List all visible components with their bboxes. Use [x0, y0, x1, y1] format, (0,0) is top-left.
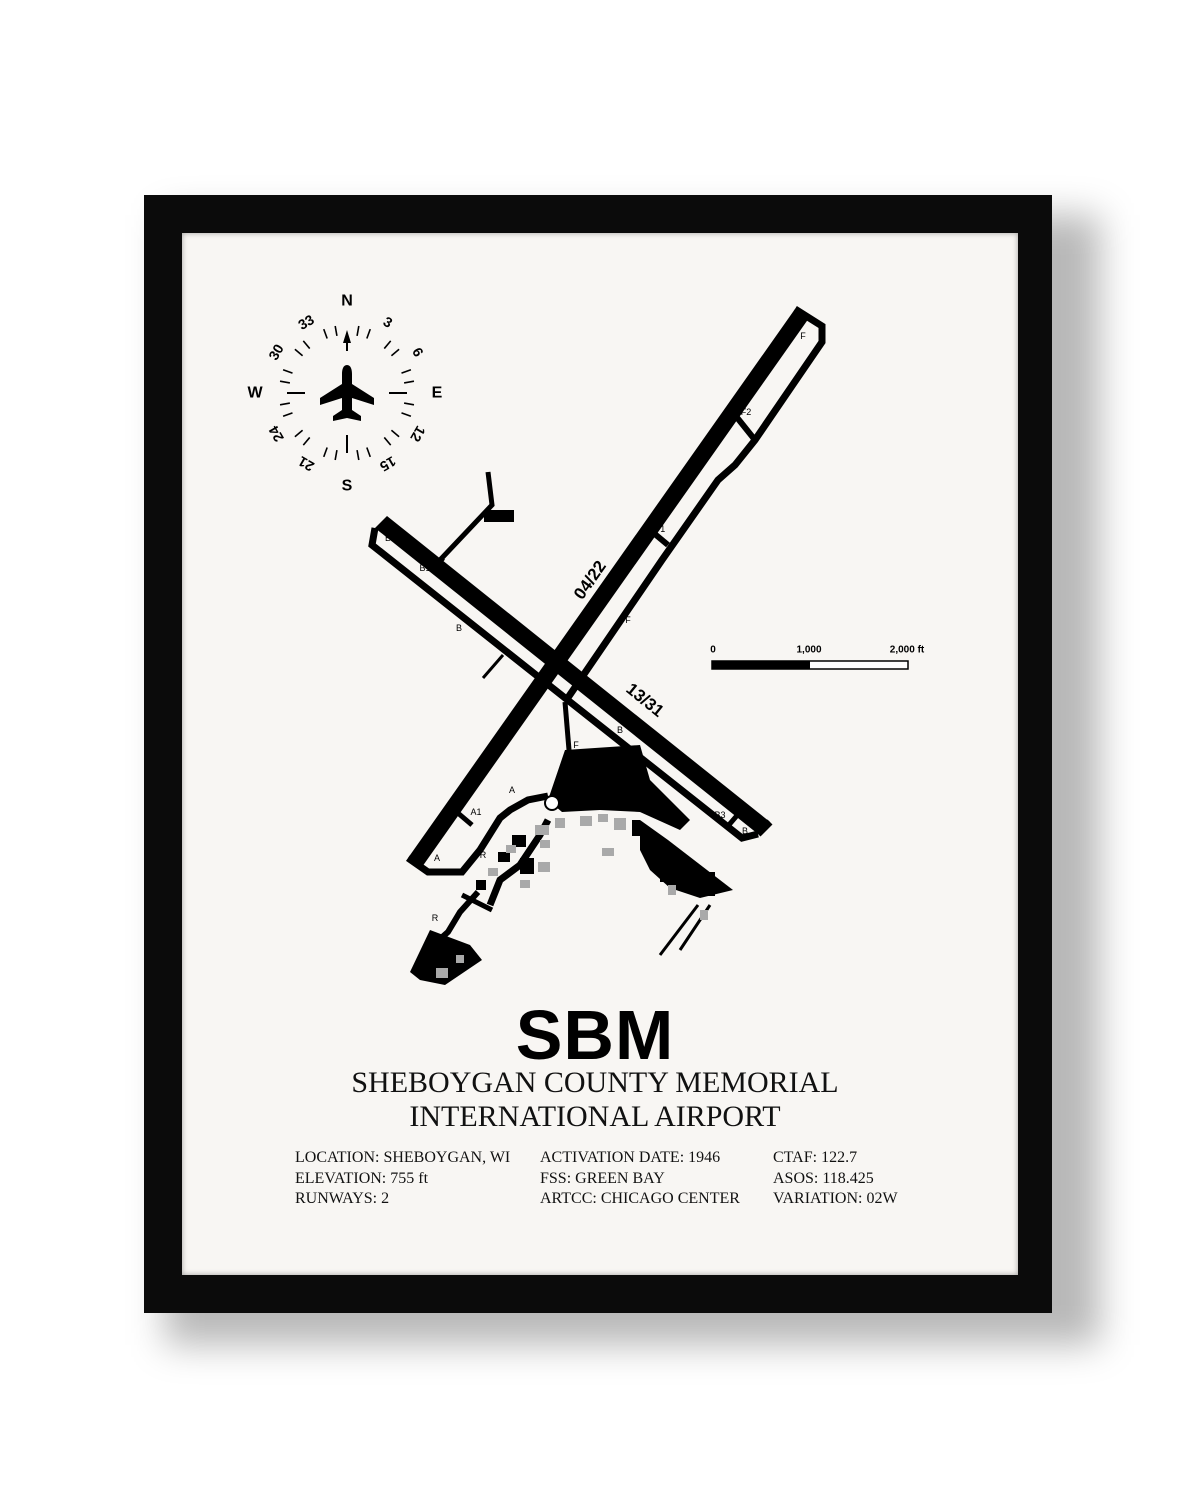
taxiway-label-f-top: F	[800, 331, 806, 341]
info-column-3: CTAF: 122.7 ASOS: 118.425 VARIATION: 02W	[773, 1148, 898, 1210]
compass-heading-h12: 12	[407, 423, 429, 445]
compass-tick	[302, 340, 311, 350]
compass-tick	[294, 348, 304, 357]
compass-tick	[302, 436, 311, 446]
runway-13-31	[375, 516, 770, 834]
compass-heading-h6: 6	[409, 345, 427, 360]
taxiway-a1-connector	[450, 806, 474, 827]
fss-text: FSS: GREEN BAY	[540, 1169, 665, 1187]
compass-tick	[383, 340, 392, 350]
scale-bar	[711, 660, 909, 670]
compass-tick	[322, 447, 328, 458]
compass-e-label: E	[432, 385, 443, 402]
compass-heading-h30: 30	[265, 341, 287, 363]
taxiway-label-f2: F2	[741, 407, 752, 417]
compass-tick	[279, 380, 291, 384]
taxiway-a	[405, 792, 549, 876]
variation-text: VARIATION: 02W	[773, 1190, 898, 1207]
taxiway-label-b-mid: B	[456, 623, 462, 633]
taxiway-label-a1: A1	[470, 807, 481, 817]
compass-n-label: N	[341, 293, 353, 310]
taxiway-label-r1: R	[480, 850, 487, 860]
southwest-apron	[410, 930, 482, 985]
artcc-text: ARTCC: CHICAGO CENTER	[540, 1190, 740, 1207]
scale-tick-0: 0	[710, 645, 716, 656]
compass-w-label: W	[247, 385, 263, 402]
main-apron	[548, 745, 690, 830]
scale-tick-2000: 2,000 ft	[890, 645, 925, 656]
compass-heading-h33: 33	[295, 311, 317, 333]
buildings-gray	[436, 814, 708, 978]
taxiway-f2-connector	[732, 413, 758, 442]
compass-rose	[279, 325, 415, 461]
compass-heading-h21: 21	[295, 453, 317, 475]
compass-s-label: S	[342, 478, 353, 495]
taxiway-label-b-se: B	[742, 826, 748, 836]
compass-tick	[366, 447, 372, 458]
compass-tick	[282, 412, 293, 418]
compass-tick	[294, 429, 304, 438]
taxiway-b-end	[755, 819, 773, 837]
compass-tick	[401, 412, 412, 418]
compass-heading-h15: 15	[377, 453, 399, 475]
taxiway-label-a-low: A	[434, 853, 440, 863]
scale-tick-1000: 1,000	[796, 645, 821, 656]
taxiway-label-b3: B3	[714, 810, 725, 820]
taxiway-f1-connector	[648, 527, 670, 548]
hangar-row	[640, 820, 733, 898]
taxiway-label-b-nw: B	[385, 533, 391, 543]
taxiway-label-b1: B1	[419, 563, 430, 573]
compass-tick	[403, 402, 415, 406]
taxiway-label-b-low: B	[617, 725, 623, 735]
taxiway-label-f1: F1	[655, 524, 666, 534]
taxiway-r-spur	[460, 892, 494, 913]
airport-name-line1: SHEBOYGAN COUNTY MEMORIAL	[351, 1066, 839, 1099]
compass-tick	[403, 380, 415, 384]
compass-tick	[322, 328, 328, 339]
ctaf-text: CTAF: 122.7	[773, 1149, 858, 1166]
activation-date-text: ACTIVATION DATE: 1946	[540, 1149, 721, 1166]
taxiway-label-f-low: F	[573, 740, 579, 750]
info-column-2: ACTIVATION DATE: 1946 FSS: GREEN BAY ART…	[540, 1148, 740, 1210]
taxiway-b	[368, 527, 759, 842]
north-pointer-icon	[343, 330, 351, 343]
compass-tick	[401, 368, 412, 374]
elevation-text: ELEVATION: 755 ft	[295, 1169, 429, 1187]
compass-tick	[390, 348, 400, 357]
runway-04-22	[408, 309, 809, 867]
apron-ring	[544, 795, 560, 811]
asos-text: ASOS: 118.425	[773, 1169, 874, 1187]
airplane-icon	[320, 365, 374, 421]
buildings-black	[430, 820, 715, 966]
compass-tick	[282, 368, 293, 374]
location-text: LOCATION: SHEBOYGAN, WI	[295, 1149, 511, 1166]
info-column-1: LOCATION: SHEBOYGAN, WI ELEVATION: 755 f…	[295, 1148, 510, 1210]
taxiway-b3-connector	[726, 810, 742, 828]
compass-tick	[390, 429, 400, 438]
compass-tick	[334, 325, 338, 337]
taxiway-f	[562, 306, 826, 704]
taxiway-label-a-top: A	[509, 785, 515, 795]
taxiway-f-link	[562, 701, 572, 751]
compass-tick	[356, 325, 360, 337]
compass-tick	[366, 328, 372, 339]
compass-heading-h3: 3	[381, 313, 396, 331]
compass-heading-h24: 24	[265, 423, 287, 445]
airport-name-line2: INTERNATIONAL AIRPORT	[409, 1100, 781, 1133]
north-apron	[484, 510, 514, 522]
compass-tick	[279, 402, 291, 406]
compass-tick	[383, 436, 392, 446]
north-spur	[438, 471, 495, 562]
compass-tick	[334, 449, 338, 461]
compass-tick	[356, 449, 360, 461]
taxiway-label-r2: R	[432, 913, 439, 923]
west-stub	[481, 654, 505, 679]
airport-code: SBM	[515, 996, 675, 1074]
access-road-1	[658, 904, 700, 956]
runways-text: RUNWAYS: 2	[295, 1190, 390, 1207]
taxiway-label-f-mid: F	[625, 615, 631, 625]
